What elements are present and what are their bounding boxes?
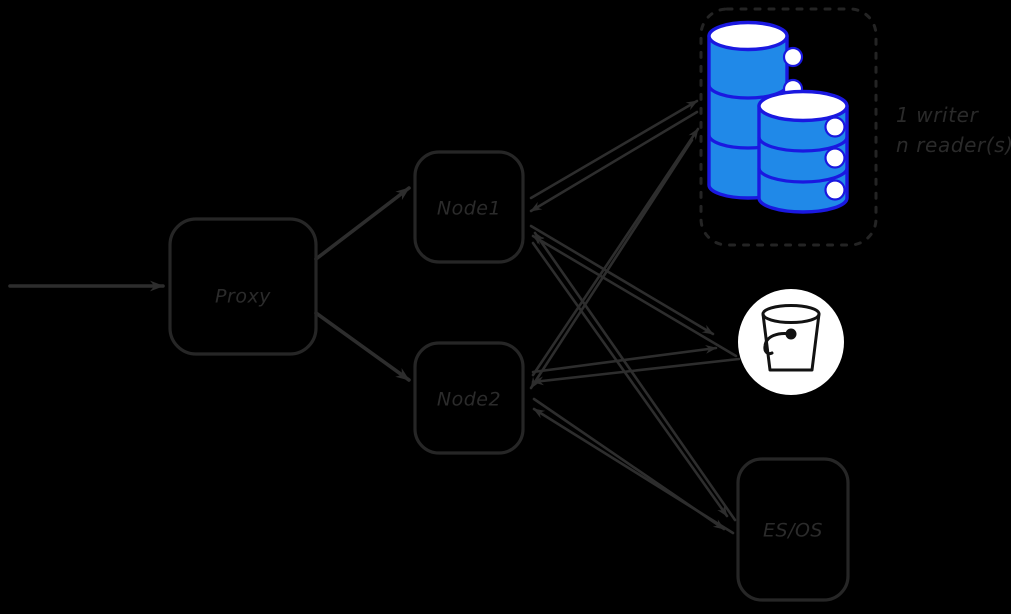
edge-node1-to-esos [531,241,729,518]
edge-bucket-to-node1 [531,234,738,358]
edge-node2-to-db [531,127,700,377]
bucket-handle-knob [785,328,797,340]
esos-node[interactable]: ES/OS [736,457,850,602]
cylinder-front-seg2 [757,167,849,184]
database-annotation: 1 writer n reader(s) [896,103,1011,157]
proxy-box[interactable] [168,217,318,356]
proxy-label: Proxy [215,286,271,308]
cylinder-front-seg1 [757,136,849,153]
edge-esos-to-node1 [533,231,737,522]
annotation-line-2: n reader(s) [896,133,1011,157]
cylinder-front-dot-1 [824,116,846,138]
cylinder-front-body [757,104,849,214]
bucket-rim [761,304,821,324]
edge-node1-to-db [529,99,699,200]
edge-db-to-node2 [529,138,694,390]
cylinder-front-dot-3 [824,179,846,201]
database-cylinder-front[interactable] [757,89,849,214]
node2-label: Node2 [437,389,501,411]
esos-label: ES/OS [763,520,823,542]
bucket-handle [763,332,793,356]
edge-proxy-to-node1 [314,186,411,261]
proxy-node[interactable]: Proxy [168,217,318,356]
cylinder-back-top [707,20,789,52]
bucket-icon[interactable] [738,289,844,395]
node2-box[interactable] [413,341,525,455]
node1-box[interactable] [413,150,525,264]
node1-node[interactable]: Node1 [413,150,525,264]
cylinder-front-dot-2 [824,147,846,169]
annotation-line-1: 1 writer [896,103,980,127]
edge-esos-to-node2 [532,407,735,535]
esos-box[interactable] [736,457,850,602]
database-group-border [699,7,878,247]
node2-node[interactable]: Node2 [413,341,525,455]
database-group[interactable] [699,7,878,247]
cylinder-back-dot-1 [782,46,804,68]
edge-db-to-node1 [529,110,699,213]
edge-proxy-to-node2 [314,311,411,382]
edge-node1-to-bucket [529,224,715,336]
node1-label: Node1 [437,198,501,220]
edge-bucket-to-node2 [531,357,741,386]
cylinder-front-top [757,89,849,123]
